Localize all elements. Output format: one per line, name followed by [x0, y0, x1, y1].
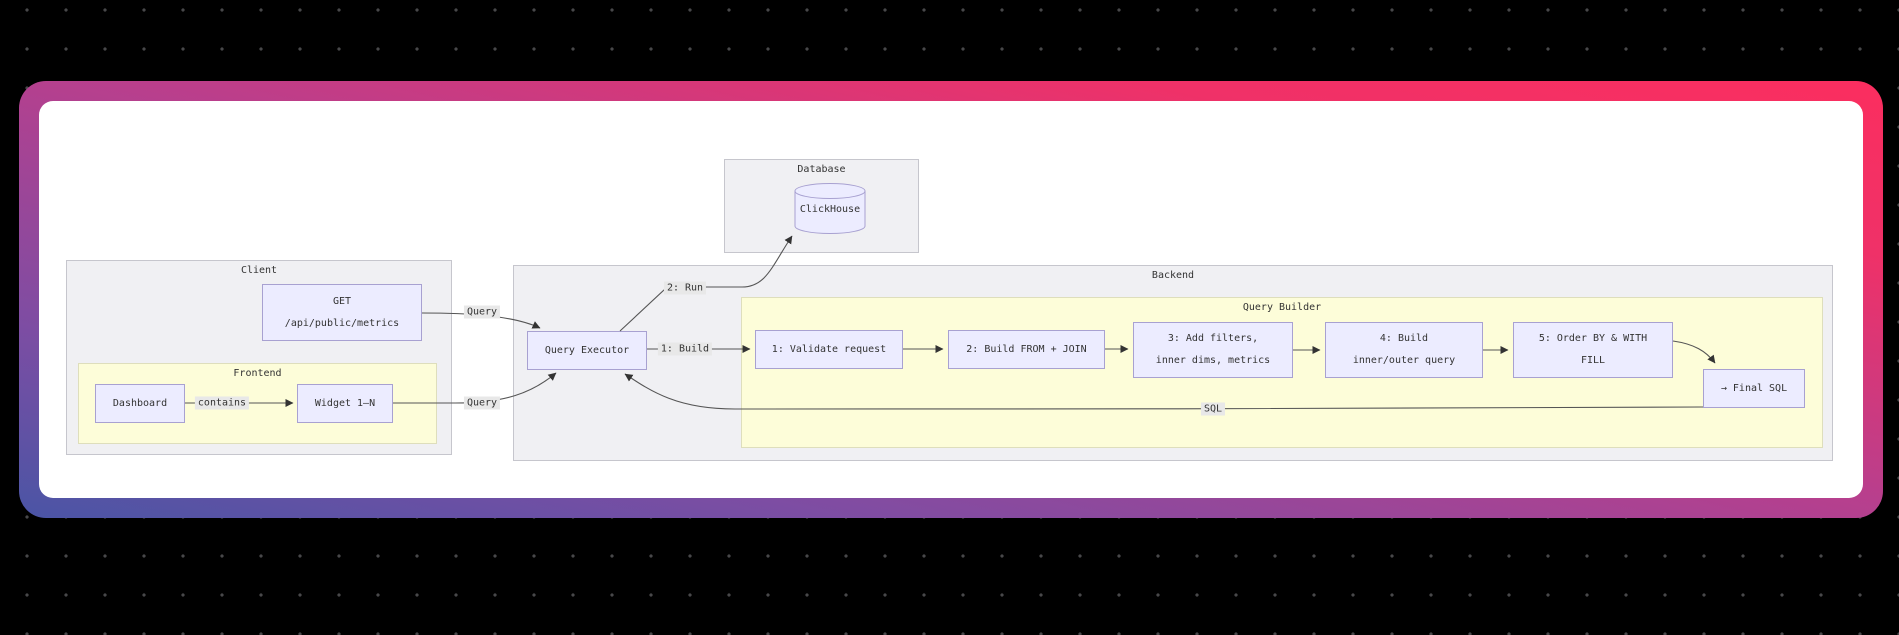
- node-widget: Widget 1–N: [297, 384, 393, 423]
- edge-label-query-bottom: Query: [463, 396, 501, 410]
- edge-label-build: 1: Build: [657, 342, 713, 356]
- node-inner-outer-query-line2: inner/outer query: [1352, 355, 1456, 366]
- cluster-database-title: Database: [797, 164, 846, 175]
- node-validate-request-label: 1: Validate request: [771, 343, 887, 355]
- node-inner-outer-query-line1: 4: Build: [1379, 333, 1429, 344]
- node-final-sql: → Final SQL: [1703, 369, 1805, 408]
- node-final-sql-label: → Final SQL: [1720, 382, 1788, 394]
- edge-label-run: 2: Run: [663, 281, 707, 295]
- node-order-by-with-fill-line2: FILL: [1580, 355, 1606, 366]
- node-get-api-line1: GET: [332, 295, 352, 307]
- node-widget-label: Widget 1–N: [314, 397, 376, 409]
- node-clickhouse-label: ClickHouse: [799, 204, 861, 215]
- node-order-by-with-fill-line1: 5: Order BY & WITH: [1538, 333, 1648, 344]
- node-get-api: GET /api/public/metrics: [262, 284, 422, 341]
- node-build-from-join-label: 2: Build FROM + JOIN: [966, 343, 1087, 355]
- node-add-filters-line2: inner dims, metrics: [1155, 355, 1271, 366]
- edge-label-contains: contains: [194, 396, 250, 410]
- edge-label-query-top: Query: [463, 305, 501, 319]
- cluster-frontend-title: Frontend: [233, 368, 282, 379]
- node-inner-outer-query: 4: Build inner/outer query: [1325, 322, 1483, 378]
- node-get-api-line2: /api/public/metrics: [284, 317, 400, 329]
- edge-label-sql: SQL: [1200, 402, 1226, 416]
- node-add-filters: 3: Add filters, inner dims, metrics: [1133, 322, 1293, 378]
- node-query-executor-label: Query Executor: [544, 344, 630, 356]
- node-query-executor: Query Executor: [527, 331, 647, 370]
- node-dashboard-label: Dashboard: [112, 397, 168, 409]
- cluster-client-title: Client: [240, 265, 278, 276]
- node-build-from-join: 2: Build FROM + JOIN: [948, 330, 1105, 369]
- node-add-filters-line1: 3: Add filters,: [1167, 333, 1259, 344]
- node-order-by-with-fill: 5: Order BY & WITH FILL: [1513, 322, 1673, 378]
- cluster-backend-title: Backend: [1151, 270, 1195, 281]
- node-validate-request: 1: Validate request: [755, 330, 903, 369]
- cluster-query-builder-title: Query Builder: [1242, 302, 1322, 313]
- node-dashboard: Dashboard: [95, 384, 185, 423]
